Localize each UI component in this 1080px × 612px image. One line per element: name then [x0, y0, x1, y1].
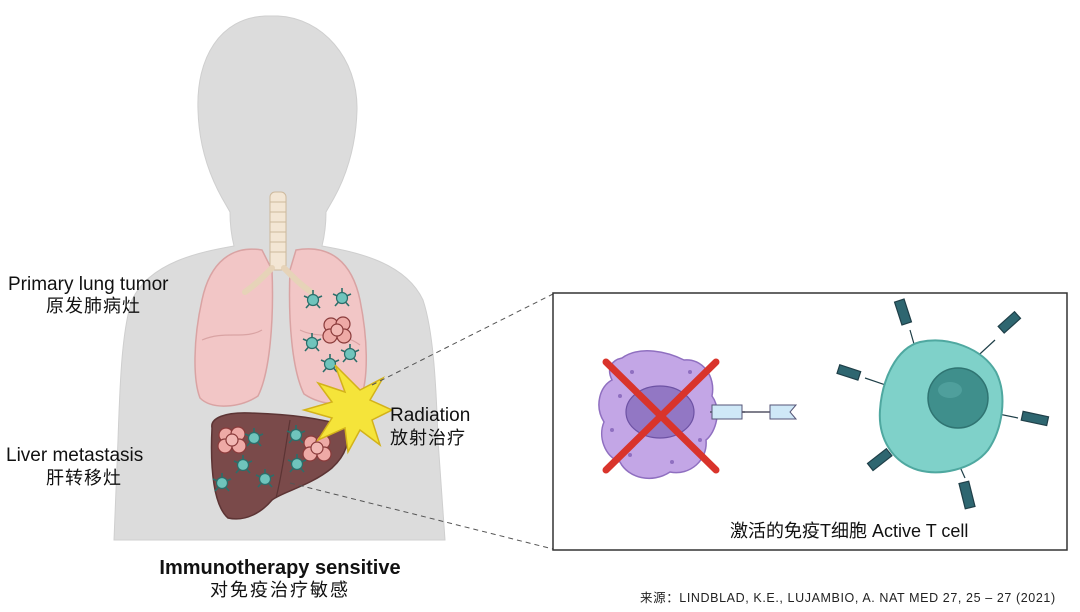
liver-metastasis-label-zh: 肝转移灶: [46, 468, 122, 488]
diagram-title-en: Immunotherapy sensitive: [159, 557, 401, 579]
cross-mark-icon: [602, 358, 720, 474]
radiation-label-zh: 放射治疗: [390, 428, 466, 448]
radiation-label-en: Radiation: [390, 405, 471, 426]
primary-tumor-label-en: Primary lung tumor: [8, 274, 169, 295]
liver-metastasis-label-en: Liver metastasis: [6, 445, 144, 466]
primary-tumor-label-zh: 原发肺病灶: [46, 296, 141, 316]
trachea-icon: [242, 191, 314, 295]
source-citation: 来源：LINDBLAD, K.E., LUJAMBIO, A. NAT MED …: [640, 591, 1056, 605]
t-cell-icon: [836, 298, 1050, 510]
diagram-title-zh: 对免疫治疗敏感: [210, 580, 350, 600]
connector-line: [371, 293, 554, 386]
radiation-burst-icon: [301, 364, 394, 455]
t-cell-label: 激活的免疫T细胞 Active T cell: [730, 521, 969, 541]
connector-line: [289, 482, 554, 550]
